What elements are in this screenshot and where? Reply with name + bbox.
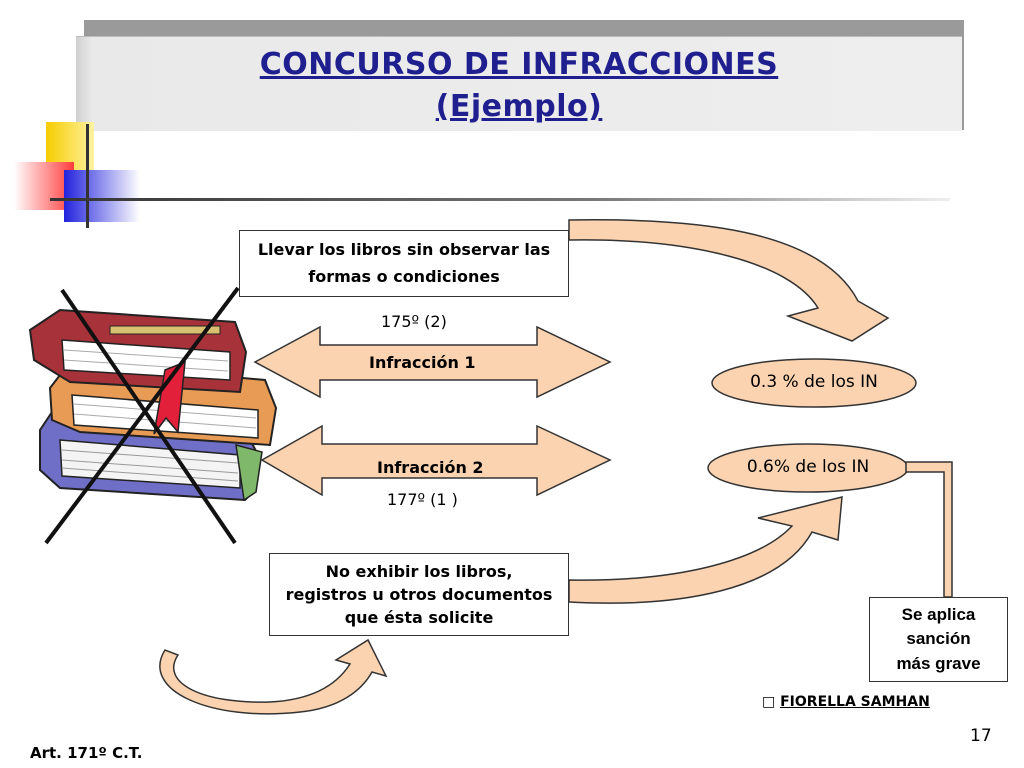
box-llevar-line-1: Llevar los libros sin observar las bbox=[257, 240, 551, 260]
double-arrow-infraccion-2 bbox=[260, 424, 612, 497]
box-sancion-line-2: sanción bbox=[906, 629, 971, 649]
curved-arrow-middle bbox=[568, 496, 843, 604]
copyright-icon: □ bbox=[762, 694, 776, 710]
label-177: 177º (1 ) bbox=[387, 490, 458, 509]
box-llevar-libros: Llevar los libros sin observar las forma… bbox=[239, 230, 569, 297]
box-sancion-line-3: más grave bbox=[896, 653, 981, 673]
title-line-2: (Ejemplo) bbox=[435, 89, 603, 124]
arrow-label-infraccion-1: Infracción 1 bbox=[369, 353, 476, 372]
ellipse-06-text: 0.6% de los IN bbox=[746, 457, 870, 477]
label-175: 175º (2) bbox=[381, 312, 447, 331]
connector-to-sancion bbox=[905, 461, 953, 598]
title-banner: CONCURSO DE INFRACCIONES (Ejemplo) bbox=[76, 36, 962, 131]
books-illustration bbox=[28, 308, 278, 502]
decorative-horizontal-line bbox=[50, 198, 950, 201]
decorative-vertical-line bbox=[86, 124, 89, 228]
author-name: FIORELLA SAMHAN bbox=[780, 694, 930, 710]
box-sancion: Se aplica sanción más grave bbox=[869, 597, 1008, 682]
curved-arrow-top bbox=[568, 219, 890, 342]
box-no-exhibir-line-3: que ésta solicite bbox=[344, 608, 494, 628]
author-credit: □ FIORELLA SAMHAN bbox=[762, 694, 930, 710]
box-llevar-line-2: formas o condiciones bbox=[308, 266, 500, 286]
ellipse-03-percent bbox=[711, 358, 917, 408]
box-sancion-line-1: Se aplica bbox=[901, 604, 976, 624]
ellipse-03-text: 0.3 % de los IN bbox=[750, 372, 878, 392]
box-no-exhibir-line-1: No exhibir los libros, bbox=[325, 561, 513, 581]
double-arrow-infraccion-1 bbox=[253, 325, 612, 399]
page-number: 17 bbox=[970, 726, 992, 746]
article-reference: Art. 171º C.T. bbox=[30, 744, 143, 762]
decorative-blue-square bbox=[64, 170, 140, 222]
box-no-exhibir: No exhibir los libros, registros u otros… bbox=[269, 553, 569, 636]
prohibited-cross bbox=[44, 286, 240, 545]
title-line-1: CONCURSO DE INFRACCIONES bbox=[259, 47, 779, 82]
arrow-label-infraccion-2: Infracción 2 bbox=[377, 458, 484, 477]
box-no-exhibir-line-2: registros u otros documentos bbox=[285, 584, 553, 604]
curved-arrow-bottom bbox=[159, 638, 388, 715]
